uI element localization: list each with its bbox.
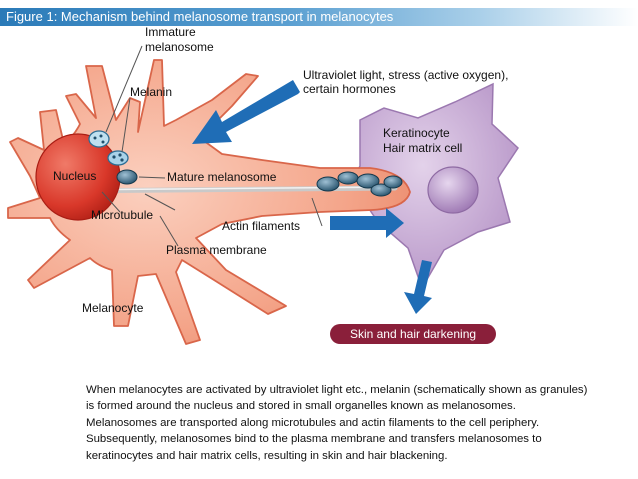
caption-line: Subsequently, melanosomes bind to the pl… bbox=[86, 433, 542, 446]
mature-melanosomes bbox=[116, 169, 403, 197]
label-nucleus: Nucleus bbox=[53, 169, 96, 183]
label-uv-2: certain hormones bbox=[303, 82, 396, 96]
darkening-badge bbox=[330, 324, 496, 344]
melanocyte-cell bbox=[7, 59, 411, 345]
label-plasma-membrane: Plasma membrane bbox=[166, 243, 267, 257]
label-actin-filaments: Actin filaments bbox=[222, 219, 300, 233]
darkening-arrow bbox=[404, 260, 432, 314]
caption-line: When melanocytes are activated by ultrav… bbox=[86, 384, 588, 396]
label-keratinocyte-1: Keratinocyte bbox=[383, 126, 450, 140]
label-uv-1: Ultraviolet light, stress (active oxygen… bbox=[303, 68, 508, 82]
caption-line: Melanosomes are transported along microt… bbox=[86, 416, 540, 429]
darkening-label: Skin and hair darkening bbox=[350, 327, 476, 341]
label-immature-melanosome-1: Immature bbox=[145, 26, 196, 39]
label-melanin: Melanin bbox=[130, 85, 172, 99]
label-melanocyte: Melanocyte bbox=[82, 301, 144, 315]
figure-caption: When melanocytes are activated by ultrav… bbox=[86, 382, 626, 464]
label-mature-melanosome: Mature melanosome bbox=[167, 170, 277, 184]
figure-title: Figure 1: Mechanism behind melanosome tr… bbox=[6, 9, 394, 24]
label-microtubule: Microtubule bbox=[91, 208, 153, 222]
caption-line: is formed around the nucleus and stored … bbox=[86, 400, 516, 413]
figure-title-bar: Figure 1: Mechanism behind melanosome tr… bbox=[0, 8, 638, 26]
label-immature-melanosome-2: melanosome bbox=[145, 40, 214, 54]
caption-line: keratinocytes and hair matrix cells, res… bbox=[86, 449, 448, 462]
uv-arrow bbox=[192, 80, 300, 144]
transfer-arrow bbox=[330, 208, 404, 238]
immature-melanosomes bbox=[88, 130, 129, 166]
leader-lines bbox=[101, 45, 323, 247]
melanosome-transport-diagram: Immature melanosome Melanin Ultraviolet … bbox=[7, 26, 519, 345]
label-keratinocyte-2: Hair matrix cell bbox=[383, 141, 462, 155]
keratinocyte-nucleus bbox=[427, 166, 479, 214]
